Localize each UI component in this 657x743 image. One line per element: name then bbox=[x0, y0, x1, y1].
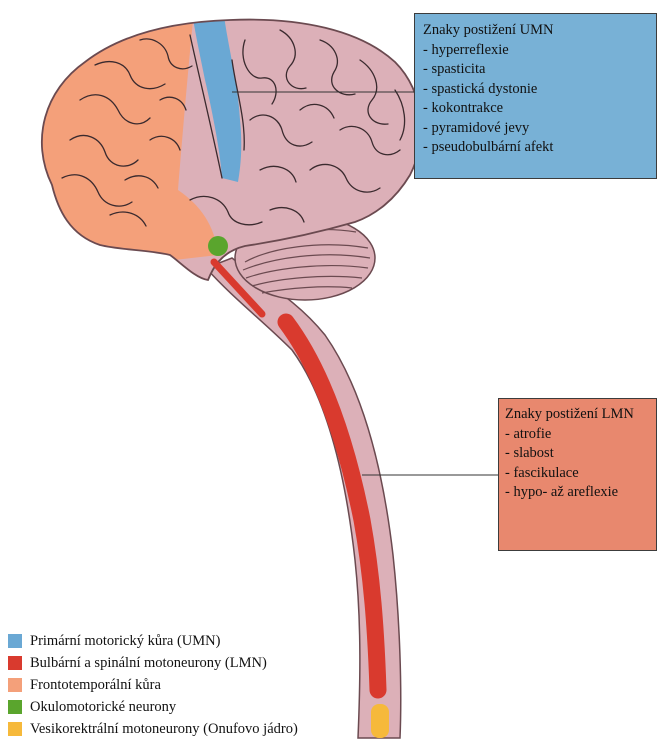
lmn-signs-box: Znaky postižení LMN - atrofie - slabost … bbox=[498, 398, 657, 551]
umn-signs-box: Znaky postižení UMN - hyperreflexie - sp… bbox=[414, 13, 657, 179]
legend-item-frontotemporal: Frontotemporální kůra bbox=[8, 674, 298, 696]
umn-sign-item: - pyramidové jevy bbox=[423, 119, 648, 139]
umn-sign-item: - kokontrakce bbox=[423, 99, 648, 119]
legend-swatch bbox=[8, 722, 22, 736]
legend-item-vesicorectal: Vesikorektrální motoneurony (Onufovo jád… bbox=[8, 718, 298, 740]
lmn-signs-list: - atrofie - slabost - fascikulace - hypo… bbox=[505, 425, 650, 503]
legend-swatch bbox=[8, 700, 22, 714]
legend-label: Bulbární a spinální motoneurony (LMN) bbox=[30, 655, 267, 672]
umn-box-title: Znaky postižení UMN bbox=[423, 21, 648, 41]
legend-swatch bbox=[8, 678, 22, 692]
umn-sign-item: - spastická dystonie bbox=[423, 80, 648, 100]
onuf-nucleus bbox=[371, 704, 389, 738]
legend-item-lmn: Bulbární a spinální motoneurony (LMN) bbox=[8, 652, 298, 674]
legend-label: Vesikorektrální motoneurony (Onufovo jád… bbox=[30, 721, 298, 738]
lmn-box-title: Znaky postižení LMN bbox=[505, 405, 650, 425]
lmn-sign-item: - fascikulace bbox=[505, 464, 650, 484]
legend-item-oculomotor: Okulomotorické neurony bbox=[8, 696, 298, 718]
umn-signs-list: - hyperreflexie - spasticita - spastická… bbox=[423, 41, 648, 158]
legend-swatch bbox=[8, 634, 22, 648]
oculomotor-neurons bbox=[208, 236, 228, 256]
legend-label: Primární motorický kůra (UMN) bbox=[30, 633, 220, 650]
lmn-sign-item: - slabost bbox=[505, 444, 650, 464]
umn-sign-item: - spasticita bbox=[423, 60, 648, 80]
legend: Primární motorický kůra (UMN) Bulbární a… bbox=[8, 630, 298, 740]
legend-label: Okulomotorické neurony bbox=[30, 699, 176, 716]
legend-item-umn: Primární motorický kůra (UMN) bbox=[8, 630, 298, 652]
lmn-sign-item: - atrofie bbox=[505, 425, 650, 445]
umn-sign-item: - hyperreflexie bbox=[423, 41, 648, 61]
legend-label: Frontotemporální kůra bbox=[30, 677, 161, 694]
umn-sign-item: - pseudobulbární afekt bbox=[423, 138, 648, 158]
legend-swatch bbox=[8, 656, 22, 670]
lmn-sign-item: - hypo- až areflexie bbox=[505, 483, 650, 503]
